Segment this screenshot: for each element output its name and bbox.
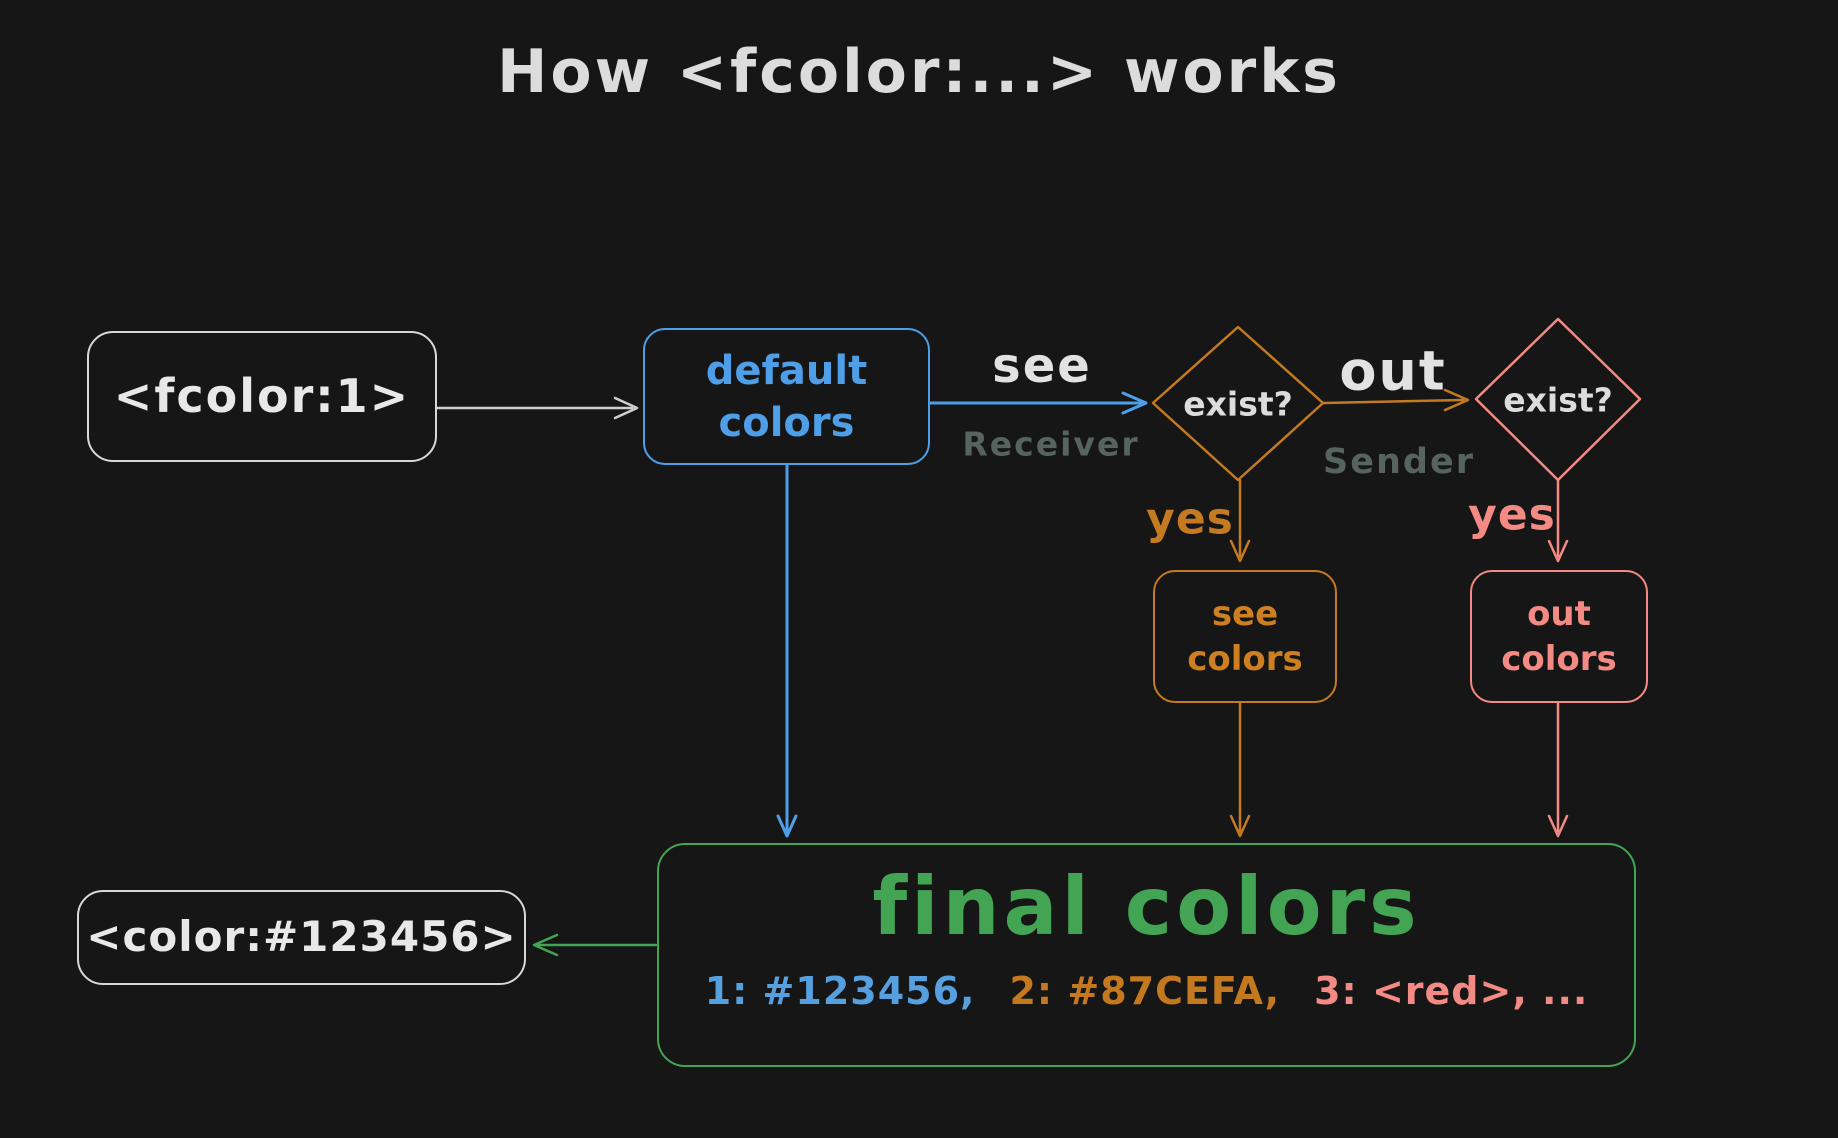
diagram-title: How <fcolor:...> works — [497, 37, 1341, 107]
default-colors-label-line1: default — [705, 347, 868, 394]
yes-label-out-branch: yes — [1468, 489, 1556, 541]
arrowhead-final-to-output — [532, 933, 559, 957]
out-colors-label-line1: out — [1527, 594, 1591, 635]
final-colors-items: 1: #123456, 2: #87CEFA, 3: <red>, ... — [705, 967, 1589, 1016]
see-colors-label-line1: see — [1211, 594, 1279, 635]
see-check-label: exist? — [1183, 384, 1293, 424]
see-check-diamond — [1151, 325, 1325, 482]
see-edge-label: see — [992, 338, 1092, 394]
final-colors-node: final colors 1: #123456, 2: #87CEFA, 3: … — [657, 843, 1636, 1067]
arrowhead-see-check-to-out-check — [1443, 388, 1470, 412]
receiver-edge-sublabel: Receiver — [962, 424, 1140, 464]
input-tag-label: <fcolor:1> — [113, 368, 411, 423]
final-color-item-2: 2: #87CEFA, — [1009, 969, 1281, 1013]
out-edge-label: out — [1339, 339, 1447, 403]
arrowhead-see-colors-to-final — [1229, 814, 1251, 838]
final-color-item-3: 3: <red>, ... — [1314, 969, 1589, 1013]
see-colors-node: see colors — [1153, 570, 1337, 703]
arrowhead-input-to-default — [613, 396, 639, 420]
arrowhead-out-colors-to-final — [1547, 814, 1569, 838]
arrowhead-see-check-to-see-colors — [1229, 539, 1251, 563]
edge-see-check-to-out-check — [1321, 398, 1465, 405]
out-colors-node: out colors — [1470, 570, 1648, 703]
final-colors-title: final colors — [872, 860, 1421, 953]
see-colors-label-line2: colors — [1187, 638, 1303, 679]
arrowhead-default-to-see-check — [1121, 391, 1148, 415]
output-tag-label: <color:#123456> — [86, 912, 517, 962]
output-tag-node: <color:#123456> — [77, 890, 526, 985]
default-colors-label-line2: colors — [718, 399, 855, 446]
sender-edge-sublabel: Sender — [1323, 442, 1475, 482]
out-colors-label-line2: colors — [1501, 638, 1617, 679]
arrowhead-out-check-to-out-colors — [1547, 539, 1569, 563]
out-check-label: exist? — [1503, 380, 1613, 420]
input-tag-node: <fcolor:1> — [87, 331, 437, 462]
arrowhead-default-to-final — [776, 814, 798, 838]
yes-label-see-branch: yes — [1146, 493, 1234, 545]
final-color-item-1: 1: #123456, — [704, 969, 976, 1013]
default-colors-node: default colors — [643, 328, 930, 465]
